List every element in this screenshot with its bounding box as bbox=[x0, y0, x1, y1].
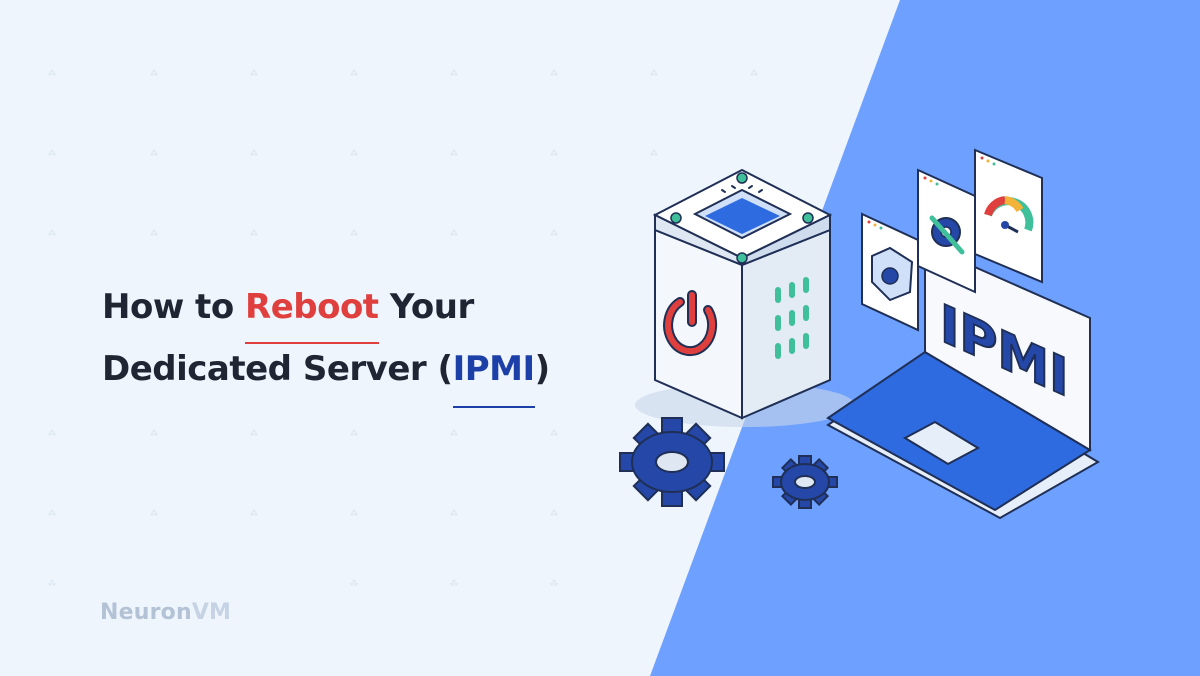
svg-text:⁂: ⁂ bbox=[250, 228, 258, 238]
svg-text:⁂: ⁂ bbox=[350, 148, 358, 158]
status-leds bbox=[775, 277, 809, 359]
security-shield-icon bbox=[861, 212, 919, 332]
svg-text:⁂: ⁂ bbox=[150, 68, 158, 78]
svg-text:⁂: ⁂ bbox=[450, 578, 458, 588]
svg-text:⁂: ⁂ bbox=[450, 228, 458, 238]
svg-text:⁂: ⁂ bbox=[48, 228, 56, 238]
svg-text:⁂: ⁂ bbox=[450, 428, 458, 438]
performance-gauge-icon bbox=[974, 148, 1043, 284]
svg-text:⁂: ⁂ bbox=[250, 428, 258, 438]
svg-text:⁂: ⁂ bbox=[450, 508, 458, 518]
svg-text:⁂: ⁂ bbox=[550, 228, 558, 238]
svg-text:⁂: ⁂ bbox=[550, 578, 558, 588]
headline-paren: ) bbox=[534, 349, 551, 389]
svg-text:⁂: ⁂ bbox=[48, 148, 56, 158]
headline-line-1: How to Reboot Your bbox=[102, 276, 662, 344]
headline-text: Dedicated Server bbox=[102, 349, 438, 389]
headline: How to Reboot Your Dedicated Server (IPM… bbox=[102, 276, 662, 408]
power-icon bbox=[663, 290, 718, 357]
headline-text: How to bbox=[102, 287, 246, 327]
svg-text:⁂: ⁂ bbox=[550, 148, 558, 158]
svg-text:⁂: ⁂ bbox=[150, 508, 158, 518]
headline-text: Your bbox=[378, 287, 474, 327]
svg-text:⁂: ⁂ bbox=[650, 148, 658, 158]
headline-paren: ( bbox=[437, 349, 454, 389]
headline-line-2: Dedicated Server (IPMI) bbox=[102, 338, 662, 408]
svg-text:⁂: ⁂ bbox=[650, 68, 658, 78]
svg-text:⁂: ⁂ bbox=[48, 578, 56, 588]
svg-text:⁂: ⁂ bbox=[350, 228, 358, 238]
settings-window-icon bbox=[917, 168, 976, 294]
laptop-icon bbox=[826, 243, 1100, 520]
headline-highlight-ipmi: IPMI bbox=[452, 338, 535, 408]
svg-text:⁂: ⁂ bbox=[250, 68, 258, 78]
svg-text:⁂: ⁂ bbox=[750, 68, 758, 78]
svg-text:⁂: ⁂ bbox=[350, 68, 358, 78]
svg-text:⁂: ⁂ bbox=[550, 428, 558, 438]
svg-text:⁂: ⁂ bbox=[150, 228, 158, 238]
svg-text:⁂: ⁂ bbox=[550, 68, 558, 78]
gear-icon bbox=[619, 417, 725, 507]
svg-text:⁂: ⁂ bbox=[350, 428, 358, 438]
server-tower-icon bbox=[635, 168, 855, 427]
svg-text:⁂: ⁂ bbox=[550, 508, 558, 518]
svg-text:⁂: ⁂ bbox=[48, 428, 56, 438]
svg-text:⁂: ⁂ bbox=[450, 68, 458, 78]
brand-name: Neuron bbox=[100, 600, 192, 625]
svg-text:⁂: ⁂ bbox=[450, 148, 458, 158]
svg-text:⁂: ⁂ bbox=[250, 148, 258, 158]
svg-text:⁂: ⁂ bbox=[150, 428, 158, 438]
brand-name-suffix: VM bbox=[191, 600, 232, 625]
brand-logo: NeuronVM bbox=[100, 600, 231, 625]
svg-text:⁂: ⁂ bbox=[350, 508, 358, 518]
svg-text:⁂: ⁂ bbox=[48, 508, 56, 518]
svg-text:⁂: ⁂ bbox=[350, 578, 358, 588]
svg-text:⁂: ⁂ bbox=[150, 148, 158, 158]
headline-highlight-reboot: Reboot bbox=[245, 276, 379, 344]
svg-text:⁂: ⁂ bbox=[250, 508, 258, 518]
gear-icon bbox=[772, 455, 838, 509]
svg-text:⁂: ⁂ bbox=[48, 68, 56, 78]
